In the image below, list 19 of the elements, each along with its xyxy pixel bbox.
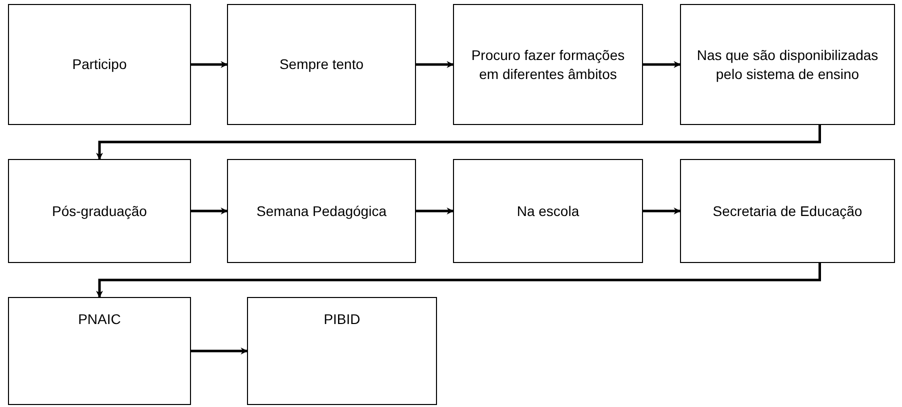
arrow [191, 208, 228, 214]
process-box: Sempre tento [227, 4, 416, 125]
process-box: Nas que são disponibilizadas pelo sistema de ensino [680, 4, 895, 125]
process-box: PIBID [247, 297, 437, 405]
process-box: Pós-graduação [8, 159, 191, 263]
process-box: Secretaria de Educação [680, 159, 895, 263]
arrow [191, 348, 248, 354]
process-box: PNAIC [8, 297, 191, 405]
arrow [643, 61, 681, 68]
arrow [191, 61, 228, 68]
process-box: Semana Pedagógica [227, 159, 416, 263]
arrow [416, 208, 454, 214]
arrow [643, 208, 681, 214]
process-box: Procuro fazer formações em diferentes âmbitos [453, 4, 643, 125]
arrow [416, 61, 454, 68]
arrow [96, 263, 821, 298]
process-box: Na escola [453, 159, 643, 263]
arrow [96, 125, 821, 160]
process-box: Participo [8, 4, 191, 125]
